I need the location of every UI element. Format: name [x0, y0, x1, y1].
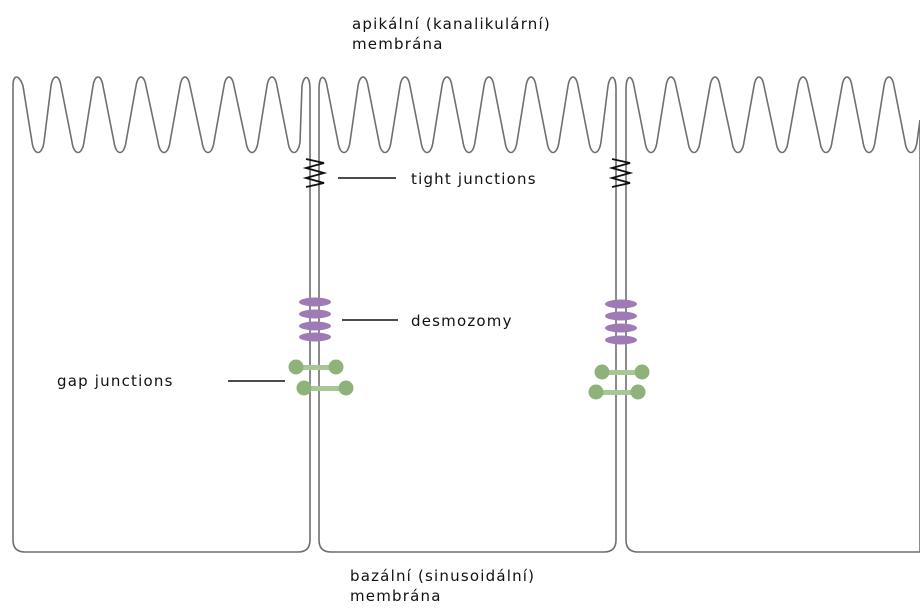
cell-outline-left: [13, 77, 310, 552]
tight-junctions-label: tight junctions: [411, 169, 537, 189]
basal-membrane-label-line1: bazální (sinusoidální): [350, 566, 535, 586]
basal-membrane-label: bazální (sinusoidální) membrána: [350, 566, 535, 606]
apical-membrane-label-line1: apikální (kanalikulární): [352, 14, 551, 34]
gap-junction-right: [589, 365, 650, 400]
gap-junction-left: [289, 360, 354, 396]
desmosome-right: [605, 300, 637, 345]
desmosomes-label: desmozomy: [411, 311, 513, 331]
tight-junction-left: [306, 159, 324, 187]
apical-membrane-label-line2: membrána: [352, 34, 551, 54]
gap-junctions-label: gap junctions: [57, 371, 174, 391]
desmosome-left: [299, 298, 331, 342]
tight-junction-right: [612, 159, 630, 187]
basal-membrane-label-line2: membrána: [350, 586, 535, 606]
apical-membrane-label: apikální (kanalikulární) membrána: [352, 14, 551, 54]
cell-outline-right: [626, 77, 920, 552]
